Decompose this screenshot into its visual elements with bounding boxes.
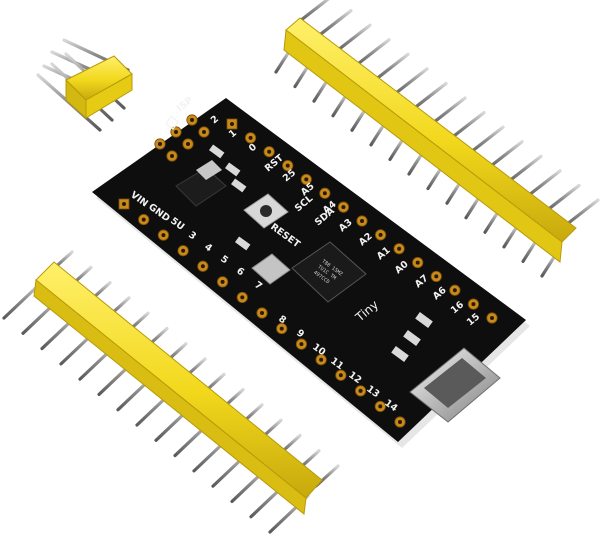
pcb-board: T88 15MZ TU1C TM 497CCD ISP 2 1 0 RST 25…	[92, 95, 530, 448]
pad-hole	[304, 177, 309, 182]
pad-hole	[358, 388, 363, 393]
reset-button[interactable]	[243, 193, 289, 229]
header-pin	[312, 77, 330, 103]
pad-hole	[141, 217, 146, 222]
label-9: 9	[294, 328, 306, 341]
pad-hole	[200, 264, 205, 269]
pad-hole	[285, 163, 290, 168]
pad-hole	[338, 373, 343, 378]
pad-hole	[248, 135, 253, 140]
pad-hole	[279, 326, 284, 331]
microcontroller-chip: T88 15MZ TU1C TM 497CCD	[291, 241, 367, 303]
pad-hole	[220, 279, 225, 284]
pad-hole	[161, 233, 166, 238]
pad-hole	[397, 246, 402, 251]
smd-components	[208, 144, 433, 362]
pad-hole	[471, 302, 476, 307]
header-pin	[350, 106, 368, 132]
pad-hole	[434, 274, 439, 279]
header-pin	[426, 164, 444, 191]
pad-hole	[490, 316, 494, 320]
pad-hole	[378, 404, 383, 409]
top-right-pin-header	[274, 0, 600, 278]
pad-hole	[158, 142, 162, 146]
pad-hole	[190, 118, 194, 122]
header-pin	[369, 121, 387, 147]
crystal-oscillator	[251, 253, 291, 285]
header-pin	[293, 62, 311, 89]
small-pin-header	[36, 38, 133, 132]
pad-hole	[174, 130, 178, 134]
label-7: 7	[252, 280, 264, 293]
pad-hole	[202, 130, 206, 134]
pad-hole	[299, 342, 304, 347]
pad-hole	[181, 248, 186, 253]
label-isp: ISP	[175, 95, 195, 115]
pad-hole	[170, 154, 174, 158]
pad-hole	[452, 288, 457, 293]
bottom-left-pin-header	[2, 250, 340, 534]
header-pin	[274, 48, 292, 74]
pad-hole	[122, 202, 126, 206]
pad-hole	[230, 122, 234, 126]
micro-usb-port[interactable]	[409, 347, 501, 423]
header-pin	[331, 92, 349, 118]
header-pin	[445, 179, 463, 205]
pad-array	[118, 114, 498, 428]
pad-hole	[240, 295, 245, 300]
label-5: 5	[218, 254, 230, 267]
pad-hole	[341, 205, 346, 210]
pad-hole	[415, 260, 420, 265]
pad-hole	[398, 420, 402, 424]
pad-hole	[260, 311, 264, 315]
pad-hole	[267, 149, 272, 154]
pad-hole	[186, 142, 190, 146]
label-3: 3	[186, 230, 198, 243]
header-pin	[407, 150, 425, 176]
pad-hole	[378, 232, 383, 237]
pad-hole	[322, 191, 327, 196]
header-pin	[388, 135, 406, 162]
pad-hole	[360, 219, 364, 223]
voltage-regulator	[175, 160, 227, 207]
pad-hole	[319, 357, 324, 362]
